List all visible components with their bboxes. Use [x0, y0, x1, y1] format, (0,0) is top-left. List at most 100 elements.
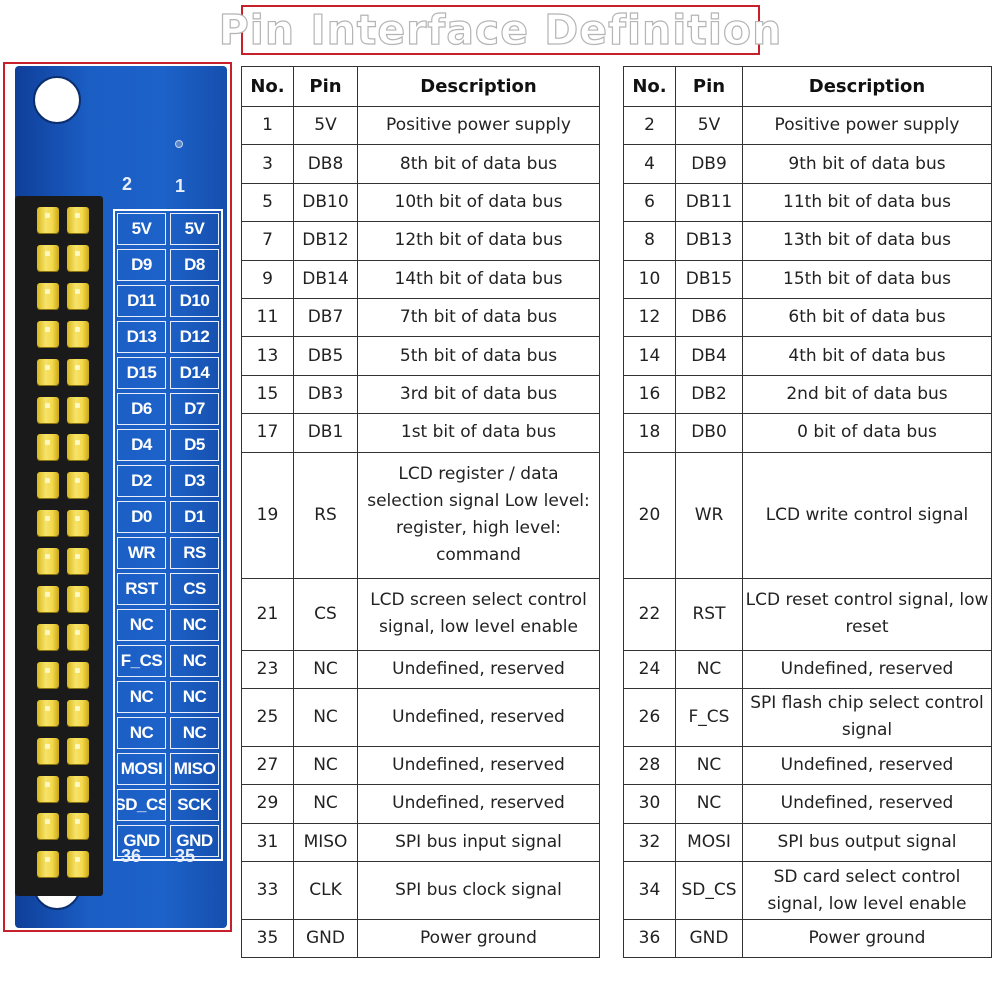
cell-no: 18	[623, 413, 676, 453]
header-pin	[37, 207, 59, 233]
cell-pin: RST	[675, 577, 743, 651]
cell-description: 13th bit of data bus	[742, 221, 992, 261]
silkscreen-label: MOSI	[117, 753, 166, 785]
cell-no: 34	[623, 861, 676, 921]
cell-no: 25	[241, 687, 294, 747]
cell-description: 4th bit of data bus	[742, 336, 992, 376]
cell-no: 22	[623, 577, 676, 651]
column-number-left: 2	[122, 174, 133, 194]
cell-no: 16	[623, 374, 676, 415]
header-pin	[37, 244, 59, 271]
silkscreen-label: NC	[170, 645, 219, 677]
title-box: Pin Interface Definition	[218, 5, 782, 55]
silkscreen-label: NC	[170, 681, 219, 713]
cell-description: Undefined, reserved	[357, 687, 600, 747]
header-pin	[37, 320, 59, 347]
cell-description: Undefined, reserved	[742, 784, 992, 824]
silkscreen-label: 5V	[117, 213, 166, 245]
cell-pin: WR	[675, 451, 743, 579]
cell-no: 1	[241, 105, 294, 146]
cell-description: Power ground	[357, 919, 600, 959]
header-pin	[67, 851, 89, 878]
cell-pin: DB7	[293, 297, 358, 338]
table-header-row: No. Pin Description	[241, 66, 600, 107]
silkscreen-label: D6	[117, 393, 166, 425]
cell-pin: DB11	[675, 182, 743, 223]
cell-description: Positive power supply	[357, 105, 600, 146]
header-pin	[37, 813, 59, 840]
cell-no: 2	[623, 105, 676, 146]
cell-pin: SD_CS	[675, 861, 743, 921]
cell-pin: CLK	[293, 861, 358, 921]
mounting-hole-top	[33, 76, 81, 124]
cell-description: 11th bit of data bus	[742, 182, 992, 223]
cell-no: 15	[241, 374, 294, 415]
cell-no: 26	[623, 687, 676, 747]
cell-pin: DB8	[293, 144, 358, 184]
bottom-number-right: 35	[175, 846, 196, 866]
cell-no: 11	[241, 297, 294, 338]
cell-pin: DB3	[293, 374, 358, 415]
cell-no: 4	[623, 144, 676, 184]
cell-pin: DB14	[293, 259, 358, 299]
cell-no: 17	[241, 413, 294, 453]
silkscreen-label: MISO	[170, 753, 219, 785]
cell-pin: NC	[675, 784, 743, 824]
cell-description: 6th bit of data bus	[742, 297, 992, 338]
cell-pin: GND	[293, 919, 358, 959]
cell-description: LCD reset control signal, low reset	[742, 577, 992, 651]
header-pin	[37, 661, 59, 688]
silkscreen-label: D12	[170, 321, 219, 353]
cell-no: 8	[623, 221, 676, 261]
silkscreen-label: D5	[170, 429, 219, 461]
via-dot	[175, 140, 183, 148]
silkscreen-label: RST	[117, 573, 166, 605]
cell-description: 0 bit of data bus	[742, 413, 992, 453]
cell-no: 7	[241, 221, 294, 261]
cell-description: 15th bit of data bus	[742, 259, 992, 299]
page-title: Pin Interface Definition	[218, 5, 783, 54]
cell-pin: DB12	[293, 221, 358, 261]
cell-pin: DB2	[675, 374, 743, 415]
header-pin	[67, 207, 89, 233]
cell-no: 23	[241, 649, 294, 689]
cell-description: SPI bus clock signal	[357, 861, 600, 921]
header-description: Description	[742, 66, 992, 107]
header-pin: Pin	[675, 66, 743, 107]
header-pin	[37, 510, 59, 537]
header-pin	[37, 851, 59, 878]
cell-description: LCD write control signal	[742, 451, 992, 579]
cell-pin: MOSI	[675, 822, 743, 863]
silkscreen-label: SD_CS	[117, 789, 166, 821]
cell-no: 14	[623, 336, 676, 376]
silkscreen-label: D15	[117, 357, 166, 389]
cell-pin: RS	[293, 451, 358, 579]
cell-no: 5	[241, 182, 294, 223]
cell-description: 3rd bit of data bus	[357, 374, 600, 415]
